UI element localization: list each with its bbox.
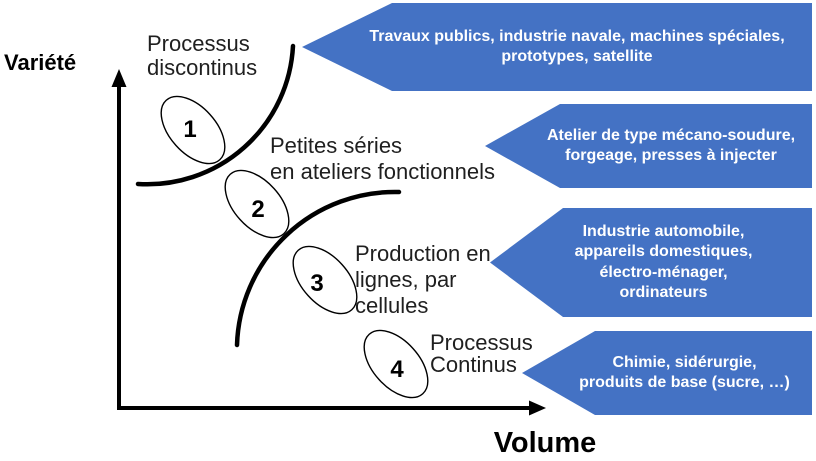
process-label-line-cells: Production en lignes, par cellules: [355, 241, 491, 318]
process-label-continuous: Processus Continus: [430, 330, 533, 378]
y-axis-label: Variété: [4, 50, 77, 75]
y-axis-arrowhead-icon: [111, 69, 127, 87]
process-ellipse-1: [160, 95, 226, 165]
boundary-curve-1: [135, 43, 296, 187]
process-label-discontinuous: Processus discontinus: [147, 31, 258, 80]
example-banner-line-cells: Industrie automobile, appareils domestiq…: [490, 208, 812, 317]
example-banner-discontinuous: Travaux publics, industrie navale, machi…: [302, 3, 812, 91]
ellipse-number-3: 3: [310, 270, 324, 297]
example-banner-small-series: Atelier de type mécano-soudure, forgeage…: [485, 104, 812, 188]
x-axis-arrowhead-icon: [529, 400, 546, 416]
process-ellipse-3: [292, 245, 358, 315]
ellipse-number-4: 4: [390, 356, 404, 383]
x-axis-label: Volume: [493, 427, 597, 459]
process-ellipse-4: [363, 329, 429, 399]
ellipse-number-2: 2: [251, 196, 265, 223]
process-label-small-series: Petites séries en ateliers fonctionnels: [270, 133, 496, 184]
boundary-curve-2: [234, 189, 402, 348]
process-ellipse-2: [224, 169, 290, 239]
ellipse-number-1: 1: [183, 116, 197, 143]
